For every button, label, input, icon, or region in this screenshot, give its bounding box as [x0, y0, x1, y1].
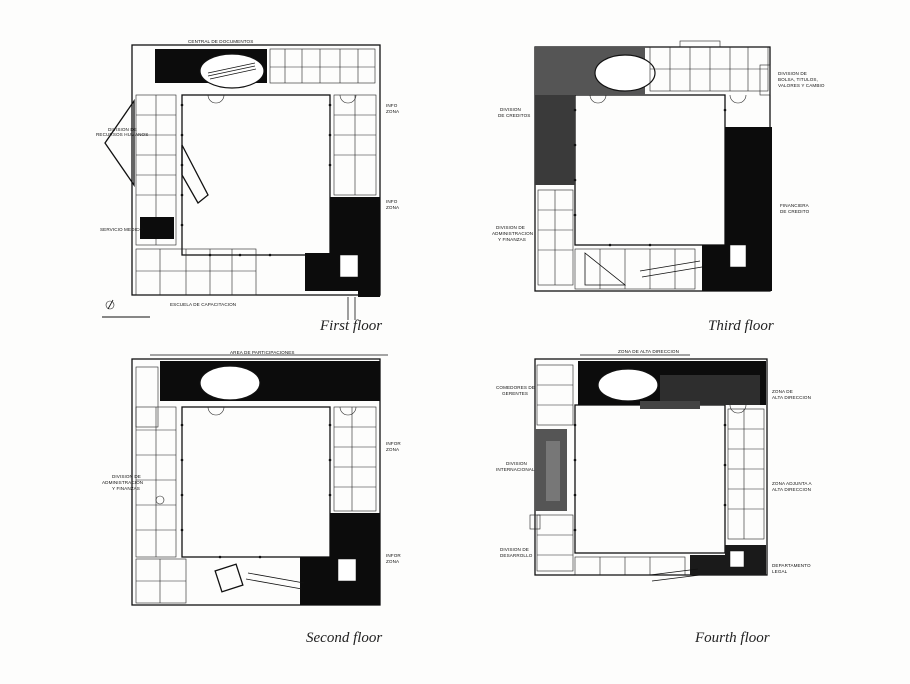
caption-third-floor: Third floor	[708, 318, 774, 334]
third-floor-plan: DIVISION DE CREDITOS DIVISION DE ADMINIS…	[492, 40, 825, 292]
label-de-creditos: DE CREDITOS	[498, 113, 530, 118]
label-zona-1: ZONA	[386, 109, 400, 114]
label-y-finanzas-2: Y FINANZAS	[112, 486, 140, 491]
label-departamento: DEPARTAMENTO	[772, 563, 811, 568]
label-servicio-medico: SERVICIO MEDICO	[100, 227, 143, 232]
first-floor-plan: CENTRAL DE DOCUMENTOS DIVISION DE RECURS…	[96, 39, 400, 320]
label-division: DIVISION	[500, 107, 521, 112]
caption-fourth-floor: Fourth floor	[695, 630, 770, 646]
label-zona-2-1: ZONA	[386, 447, 400, 452]
label-administracion-2: ADMINISTRACION	[102, 480, 143, 485]
label-area-participaciones: AREA DE PARTICIPACIONES	[230, 350, 295, 355]
label-gerentes: GERENTES	[502, 391, 528, 396]
label-comedores-de: COMEDORES DE	[496, 385, 535, 390]
fourth-floor-plan: ZONA DE ALTA DIRECCION COMEDORES DE GERE…	[496, 349, 812, 582]
label-division-de-bolsa: DIVISION DE	[778, 71, 807, 76]
label-recursos-humanos: RECURSOS HUMANOS	[96, 132, 148, 137]
label-division-de: DIVISION DE	[108, 127, 137, 132]
label-alta-direccion-2: ALTA DIRECCION	[772, 487, 811, 492]
second-floor-plan: AREA DE PARTICIPACIONES DIVISION DE ADMI…	[102, 350, 401, 606]
label-bolsa-titulos: BOLSA, TITULOS,	[778, 77, 818, 82]
label-division-de-3: DIVISION DE	[496, 225, 525, 230]
label-zona-adjunta: ZONA ADJUNTA A	[772, 481, 812, 486]
label-zona-2: ZONA	[386, 205, 400, 210]
label-de-credito: DE CREDITO	[780, 209, 810, 214]
label-zona-de: ZONA DE	[772, 389, 793, 394]
label-central-documentos: CENTRAL DE DOCUMENTOS	[188, 39, 253, 44]
label-info-1: INFO	[386, 103, 398, 108]
label-desarrollo: DESARROLLO	[500, 553, 533, 558]
label-legal: LEGAL	[772, 569, 788, 574]
label-division-de-4: DIVISION DE	[500, 547, 529, 552]
label-infor-2: INFOR	[386, 553, 401, 558]
label-division-4: DIVISION	[506, 461, 527, 466]
label-info-2: INFO	[386, 199, 398, 204]
label-administracion-3: ADMINISTRACION	[492, 231, 533, 236]
label-financiera: FINANCIERA	[780, 203, 810, 208]
label-y-finanzas-3: Y FINANZAS	[498, 237, 526, 242]
label-infor-1: INFOR	[386, 441, 401, 446]
label-internacional: INTERNACIONAL	[496, 467, 535, 472]
label-alta-direccion: ALTA DIRECCION	[772, 395, 811, 400]
label-division-de-2: DIVISION DE	[112, 474, 141, 479]
label-valores-cambio: VALORES Y CAMBIO	[778, 83, 825, 88]
caption-first-floor: First floor	[320, 318, 383, 334]
label-escuela-capacitacion: ESCUELA DE CAPACITACION	[170, 302, 236, 307]
caption-second-floor: Second floor	[306, 630, 383, 646]
label-zona-2-2: ZONA	[386, 559, 400, 564]
label-zona-alta-direccion-top: ZONA DE ALTA DIRECCION	[618, 349, 679, 354]
